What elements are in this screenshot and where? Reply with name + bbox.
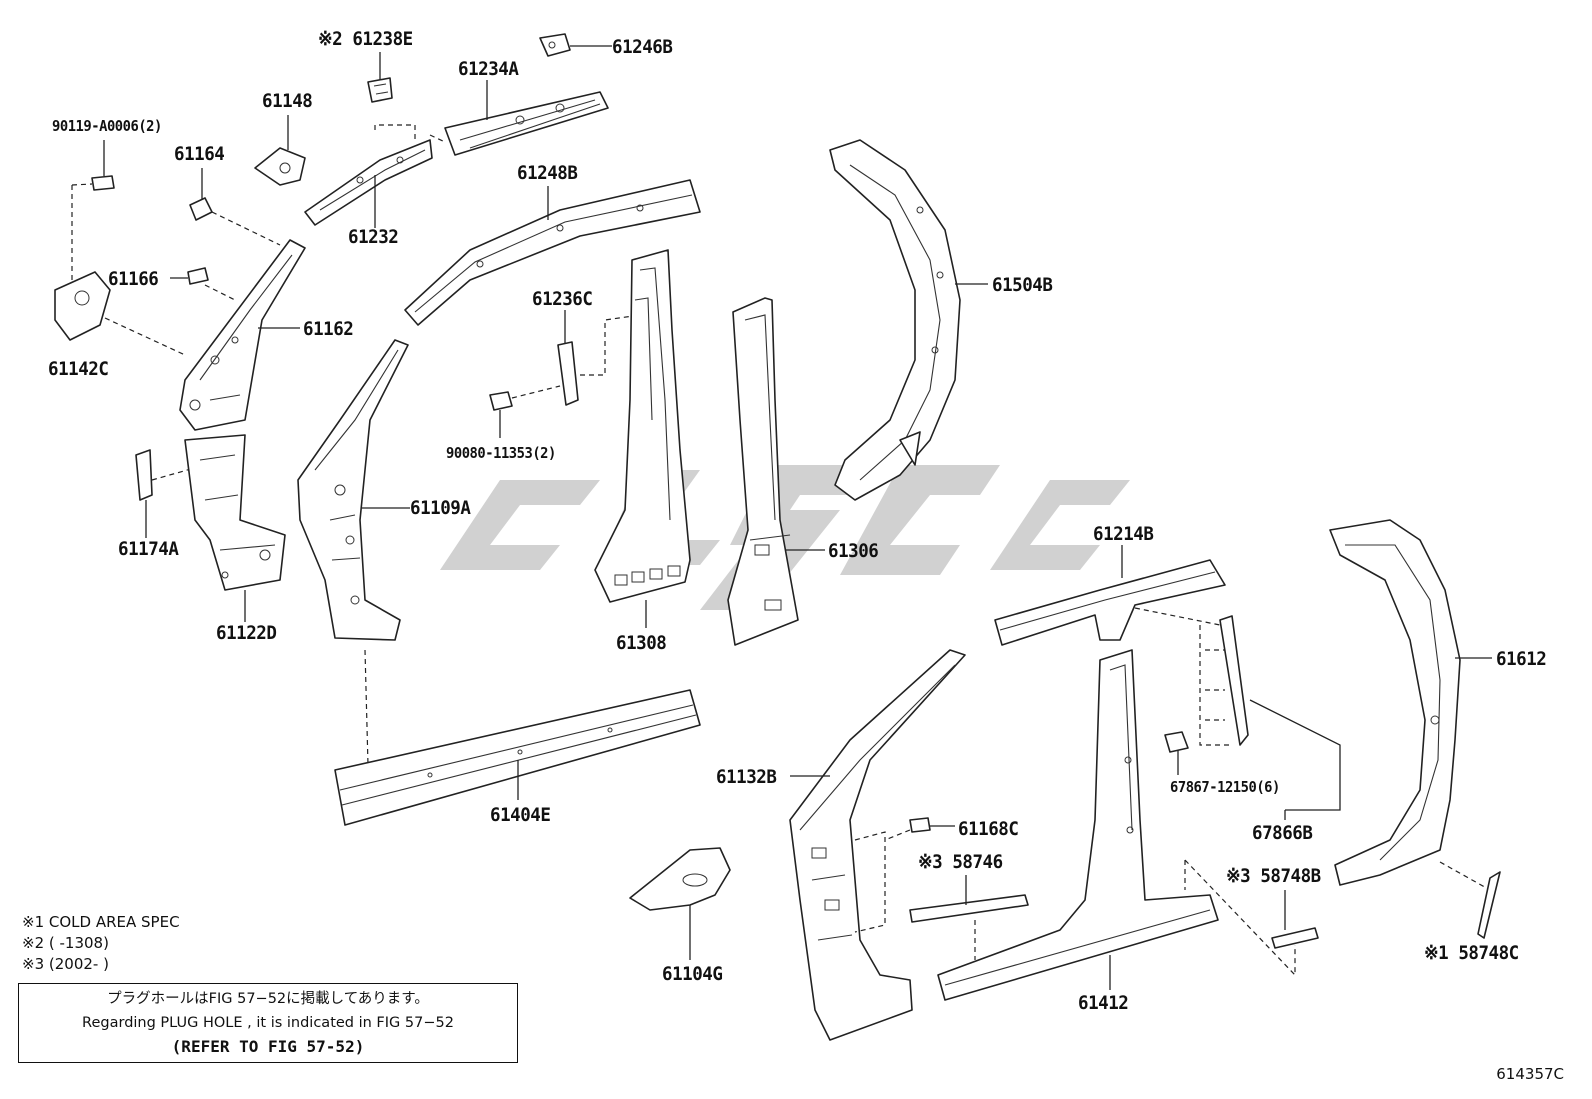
notice-reference: (REFER TO FIG 57-52) bbox=[171, 1037, 365, 1056]
label-90119-A0006: 90119-A0006(2) bbox=[52, 117, 162, 135]
part-61612 bbox=[1329, 519, 1492, 891]
label-61236C: 61236C bbox=[532, 288, 593, 310]
label-58748B: ※3 58748B bbox=[1226, 865, 1321, 887]
label-61612: 61612 bbox=[1496, 648, 1547, 670]
label-61162: 61162 bbox=[303, 318, 354, 340]
label-67866B: 67866B bbox=[1252, 822, 1313, 844]
label-61166: 61166 bbox=[108, 268, 159, 290]
notice-english: Regarding PLUG HOLE , it is indicated in… bbox=[82, 1015, 454, 1031]
label-61104G: 61104G bbox=[662, 963, 723, 985]
part-61248B bbox=[404, 179, 701, 326]
part-90119 bbox=[71, 140, 115, 280]
footnote-2: ※2 ( -1308) bbox=[22, 934, 109, 952]
figure-code: 614357C bbox=[1496, 1065, 1564, 1083]
part-58746 bbox=[909, 875, 1029, 960]
part-61236C bbox=[557, 310, 641, 406]
notice-japanese: プラグホールはFIG 57−52に掲載してあります。 bbox=[107, 991, 429, 1007]
label-61234A: 61234A bbox=[458, 58, 519, 80]
part-61148 bbox=[254, 115, 306, 186]
label-61132B: 61132B bbox=[716, 766, 777, 788]
part-90080 bbox=[489, 385, 561, 438]
label-61174A: 61174A bbox=[118, 538, 179, 560]
part-61104G bbox=[629, 847, 731, 960]
part-61142C bbox=[54, 271, 186, 356]
part-58748C bbox=[1477, 871, 1501, 939]
label-61306: 61306 bbox=[828, 540, 879, 562]
part-61132B bbox=[789, 649, 966, 1041]
label-61214B: 61214B bbox=[1093, 523, 1154, 545]
part-67866B bbox=[1199, 615, 1341, 820]
footnote-1: ※1 COLD AREA SPEC bbox=[22, 913, 180, 931]
label-61164: 61164 bbox=[174, 143, 225, 165]
label-61412: 61412 bbox=[1078, 992, 1129, 1014]
label-61142C: 61142C bbox=[48, 358, 109, 380]
plug-hole-notice: プラグホールはFIG 57−52に掲載してあります。 Regarding PLU… bbox=[18, 983, 518, 1063]
footnotes: ※1 COLD AREA SPEC ※2 ( -1308) ※3 (2002- … bbox=[22, 912, 180, 975]
label-67867-12150: 67867-12150(6) bbox=[1170, 778, 1280, 796]
label-61248B: 61248B bbox=[517, 162, 578, 184]
part-61234A bbox=[429, 80, 609, 156]
part-61214B bbox=[994, 545, 1226, 646]
part-61174A bbox=[135, 449, 206, 538]
label-61168C: 61168C bbox=[958, 818, 1019, 840]
label-61109A: 61109A bbox=[410, 497, 471, 519]
part-61306 bbox=[727, 297, 825, 646]
part-61246B bbox=[539, 33, 612, 57]
label-61308: 61308 bbox=[616, 632, 667, 654]
part-61168C bbox=[884, 817, 955, 841]
label-90080-11353: 90080-11353(2) bbox=[446, 444, 556, 462]
label-61404E: 61404E bbox=[490, 804, 551, 826]
label-61148: 61148 bbox=[262, 90, 313, 112]
part-61166 bbox=[170, 267, 236, 301]
part-61504B bbox=[829, 139, 988, 501]
label-61246B: 61246B bbox=[612, 36, 673, 58]
label-61232: 61232 bbox=[348, 226, 399, 248]
part-61122D bbox=[184, 434, 286, 622]
part-61164 bbox=[189, 168, 281, 246]
label-61504B: 61504B bbox=[992, 274, 1053, 296]
part-61404E bbox=[334, 689, 701, 826]
part-61162 bbox=[179, 239, 306, 431]
label-58748C: ※1 58748C bbox=[1424, 942, 1519, 964]
part-67867 bbox=[1164, 731, 1189, 775]
part-61109A bbox=[297, 339, 410, 766]
label-58746: ※3 58746 bbox=[918, 851, 1003, 873]
label-61238E: ※2 61238E bbox=[318, 28, 413, 50]
part-61232 bbox=[304, 124, 433, 228]
part-61412 bbox=[937, 649, 1219, 1001]
part-61308 bbox=[594, 249, 691, 628]
label-61122D: 61122D bbox=[216, 622, 277, 644]
part-58748B bbox=[1184, 859, 1319, 977]
footnote-3: ※3 (2002- ) bbox=[22, 955, 109, 973]
part-61238E bbox=[367, 52, 393, 103]
